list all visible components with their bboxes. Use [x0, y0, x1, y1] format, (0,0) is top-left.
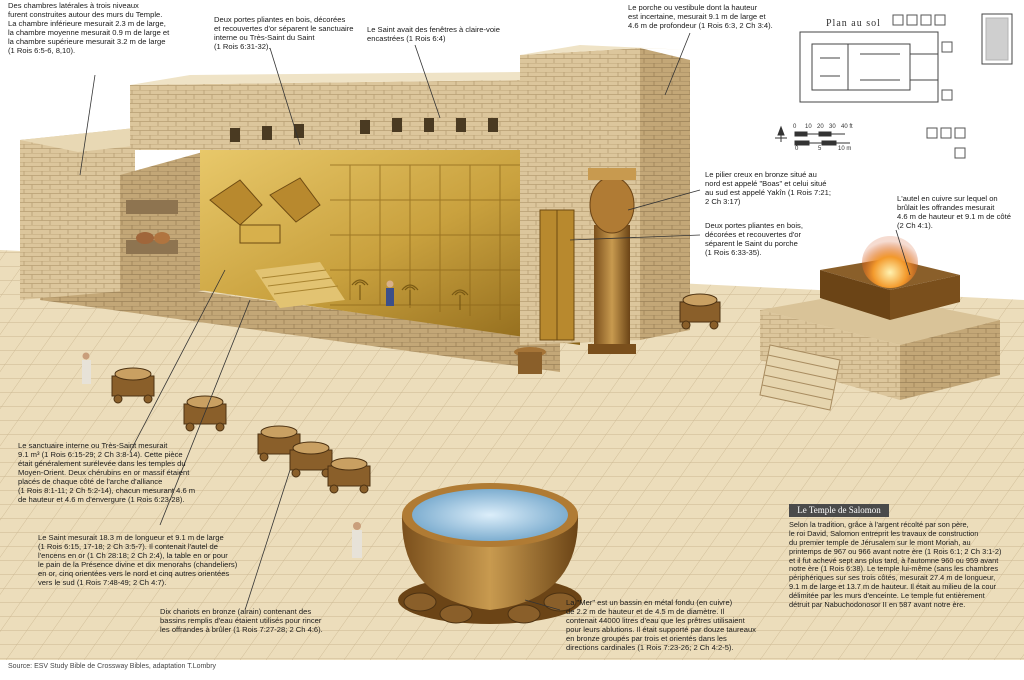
scale-ft-20: 20	[817, 124, 824, 130]
infobox-body: Selon la tradition, grâce à l'argent réc…	[789, 520, 1002, 609]
wall-carvings	[330, 164, 575, 330]
courtyard-priests	[82, 352, 362, 558]
clerestory-windows	[230, 118, 498, 142]
cherubim	[209, 177, 321, 244]
menorahs	[351, 279, 469, 310]
bronze-pillar	[588, 168, 636, 354]
scale-bar	[794, 131, 850, 146]
temple-platform	[40, 270, 560, 372]
priest-figure	[386, 280, 394, 306]
note-inner-doors: Deux portes pliantes en bois, décorées e…	[214, 15, 354, 51]
side-chamber-shelf	[126, 200, 178, 214]
note-holy-place: Le Saint mesurait 18.3 m de longueur et …	[38, 533, 238, 587]
porch-tower-top	[520, 45, 690, 55]
scale-ft-40: 40 ft	[841, 124, 853, 130]
note-pillars: Le pilier creux en bronze situé au nord …	[705, 170, 831, 206]
note-molten-sea: La "Mer" est un bassin en métal fondu (e…	[566, 598, 756, 652]
compass-icon	[775, 125, 787, 142]
porch-tower-side	[640, 48, 690, 340]
cart-2	[183, 395, 227, 432]
scale-ft-30: 30	[829, 124, 836, 130]
note-windows: Le Saint avait des fenêtres à claire-voi…	[367, 25, 500, 43]
plan-elevation-icon	[981, 13, 1013, 65]
roof-ledge	[130, 72, 520, 85]
small-basin	[514, 347, 546, 374]
back-wall	[130, 80, 520, 150]
scale-ft-10: 10	[805, 124, 812, 130]
note-carts: Dix chariots en bronze (airain) contenan…	[160, 607, 323, 634]
note-holy-of-holies: Le sanctuaire interne ou Très-Saint mesu…	[18, 441, 196, 504]
side-chamber-shelf-2	[126, 240, 178, 254]
storage-jar-2	[154, 232, 170, 244]
scale-m-5: 5	[818, 146, 822, 152]
note-altar: L'autel en cuivre sur lequel on brûlait …	[897, 194, 1011, 230]
altar-stairs	[759, 344, 841, 411]
cart-5	[327, 457, 371, 494]
source-credit: Source: ESV Study Bible de Crossway Bibl…	[8, 663, 217, 670]
note-porch: Le porche ou vestibule dont la hauteur e…	[628, 3, 773, 30]
side-chambers	[120, 150, 210, 300]
storage-jar	[136, 232, 154, 244]
step-lines	[261, 269, 339, 295]
scale-m-0: 0	[795, 146, 799, 152]
floor-plan	[799, 31, 939, 103]
note-side-chambers: Des chambres latérales à trois niveaux f…	[8, 1, 170, 55]
infobox-title: Le Temple de Salomon	[789, 504, 889, 517]
note-outer-doors: Deux portes pliantes en bois, décorées e…	[705, 221, 803, 257]
inner-sanctuary-steps	[255, 262, 345, 308]
bronze-bulls	[403, 592, 577, 624]
cart-4	[289, 441, 333, 478]
scale-ft-0: 0	[793, 124, 797, 130]
plan-tile-icons	[892, 14, 966, 159]
left-wall	[20, 128, 135, 300]
molten-sea	[398, 483, 582, 624]
scale-m-10: 10 m	[838, 146, 852, 152]
cart-1	[111, 367, 155, 404]
cart-6	[679, 293, 721, 330]
bronze-carts	[111, 293, 721, 494]
bronze-altar	[759, 236, 1000, 411]
leader-lines	[79, 32, 911, 611]
floor-plan-title: Plan au sol	[826, 18, 881, 29]
